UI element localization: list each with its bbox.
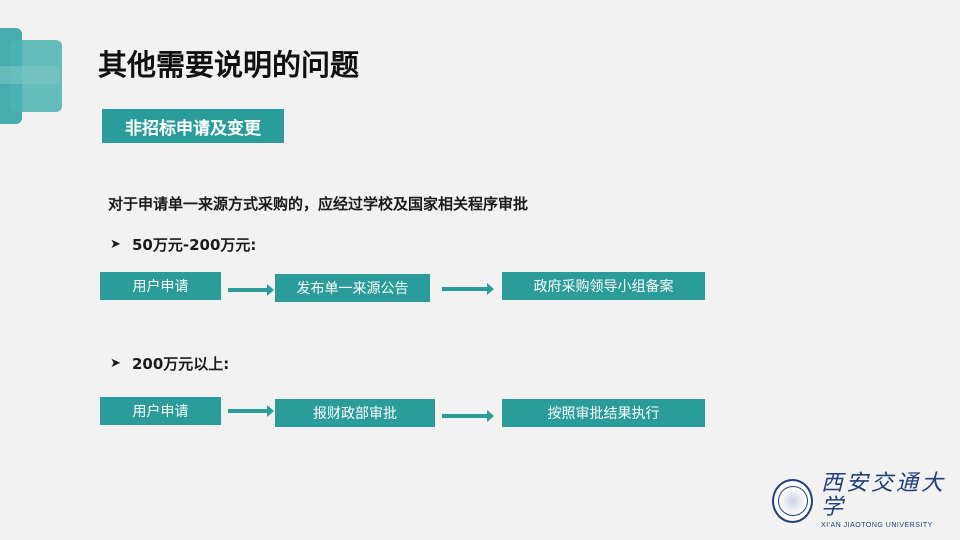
tier1-heading: ➤ 50万元-200万元:: [110, 234, 256, 255]
logo-name-en: XI'AN JIAOTONG UNIVERSITY: [821, 522, 933, 529]
tier1-step-1: 用户申请: [100, 272, 221, 300]
university-logo: 西安交通大学 XI'AN JIAOTONG UNIVERSITY: [772, 472, 960, 529]
tier2-step-3: 按照审批结果执行: [502, 399, 705, 427]
tier1-step-2: 发布单一来源公告: [275, 274, 430, 302]
right-arrow-icon: [442, 410, 494, 422]
section-subtitle: 非招标申请及变更: [102, 109, 284, 143]
tier1-label: 50万元-200万元:: [132, 236, 257, 254]
tier2-heading: ➤ 200万元以上:: [110, 353, 229, 374]
decorative-block: [0, 66, 60, 84]
chevron-right-icon: ➤: [110, 356, 121, 371]
tier2-step-1: 用户申请: [100, 397, 221, 425]
logo-name-cn: 西安交通大学: [821, 471, 947, 520]
right-arrow-icon: [442, 283, 494, 295]
university-seal-icon: [772, 478, 814, 523]
page-title: 其他需要说明的问题: [98, 48, 360, 82]
tier2-step-2: 报财政部审批: [275, 399, 435, 427]
tier2-label: 200万元以上:: [132, 355, 230, 373]
intro-text: 对于申请单一来源方式采购的，应经过学校及国家相关程序审批: [108, 195, 529, 213]
chevron-right-icon: ➤: [110, 237, 121, 252]
right-arrow-icon: [228, 284, 274, 296]
tier1-step-3: 政府采购领导小组备案: [502, 272, 705, 300]
right-arrow-icon: [228, 405, 274, 417]
